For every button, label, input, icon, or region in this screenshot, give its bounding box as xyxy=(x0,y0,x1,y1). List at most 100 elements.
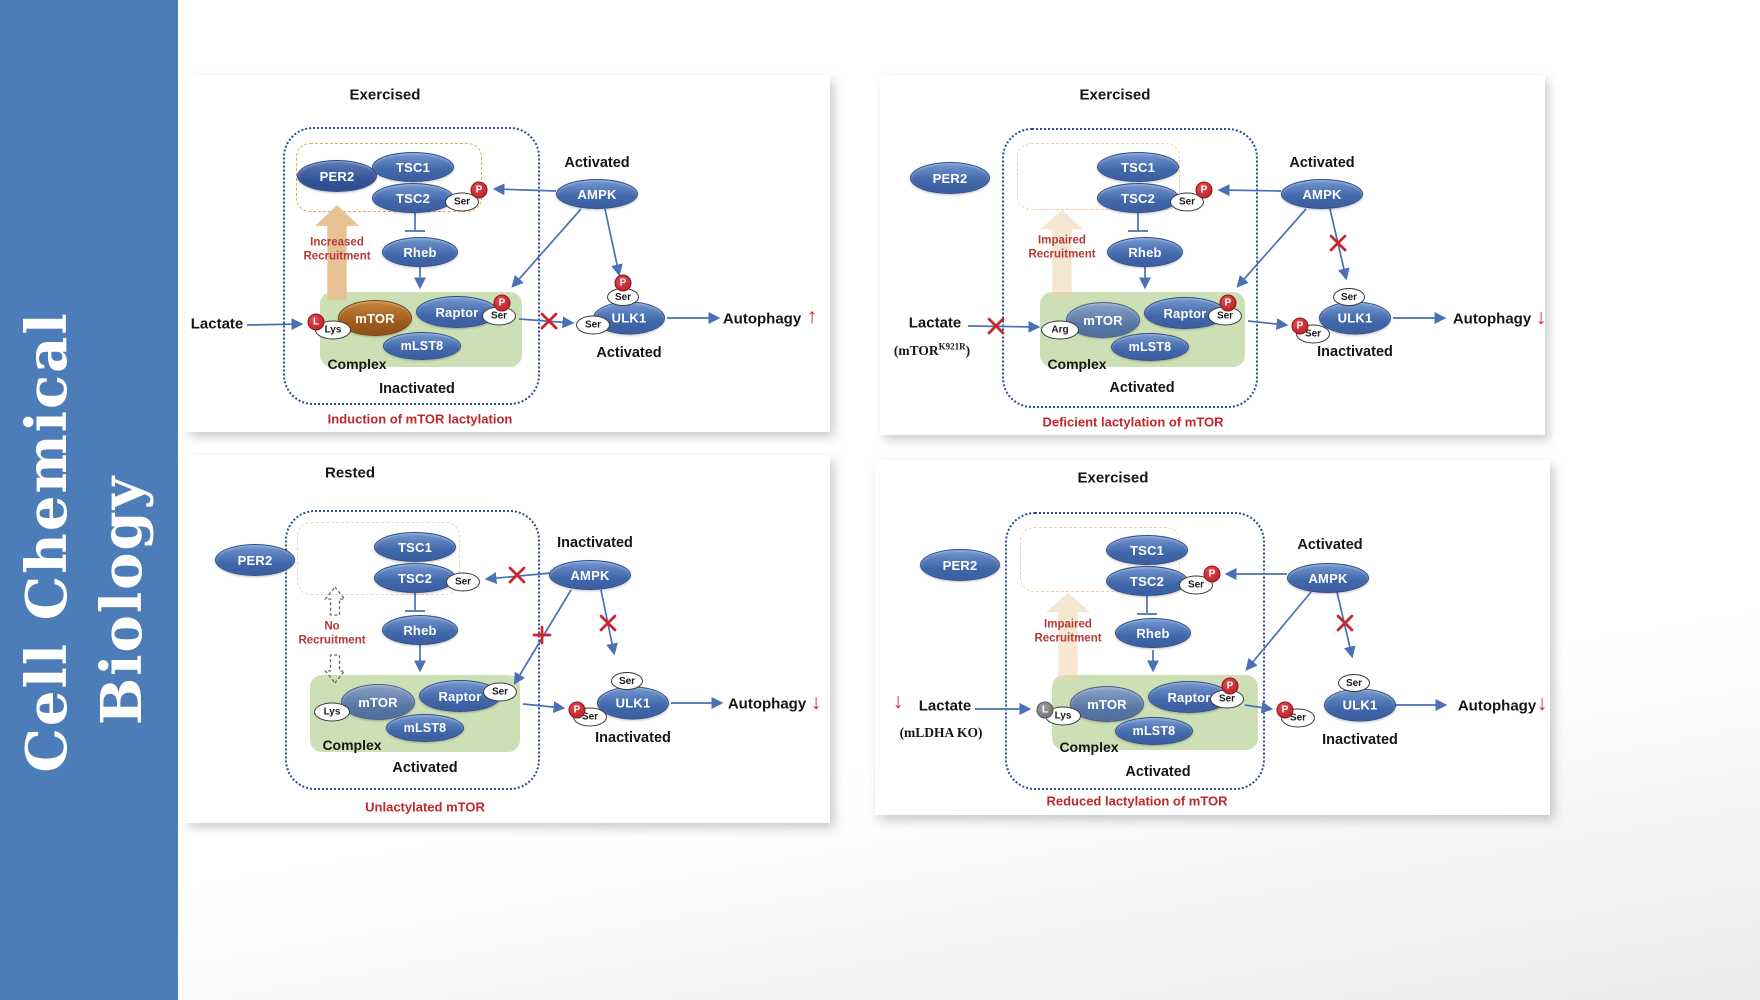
tsc1-node: TSC1 xyxy=(1106,535,1188,565)
recruitment-word-2: Recruitment xyxy=(1034,633,1102,645)
panel-title: Exercised xyxy=(1079,86,1151,104)
ampk-state-label: Activated xyxy=(1297,537,1363,553)
mlst8-node: mLST8 xyxy=(1115,717,1193,745)
panel-induction: Exercised xyxy=(185,75,830,432)
complex-state-label: Activated xyxy=(392,760,458,776)
per2-node: PER2 xyxy=(297,160,377,192)
autophagy-direction-icon: ↓ xyxy=(810,691,822,714)
recruitment-word-1: Increased xyxy=(310,236,364,249)
rheb-node: Rheb xyxy=(382,615,458,645)
panel-deficient-lactylation: Exercised xyxy=(880,75,1547,435)
blocked-x-icon xyxy=(540,312,558,330)
ulk1-phospho-badge: P xyxy=(568,701,586,719)
tsc1-node: TSC1 xyxy=(1097,152,1179,182)
panel-title: Rested xyxy=(324,464,376,482)
note-superscript: K921R xyxy=(938,341,966,352)
tsc2-node: TSC2 xyxy=(372,183,454,213)
raptor-node: Raptor xyxy=(1144,297,1226,329)
panel-title: Exercised xyxy=(349,86,421,104)
tsc2-ser-badge: Ser xyxy=(1170,192,1204,212)
panel-caption: Reduced lactylation of mTOR xyxy=(1046,793,1228,809)
blocked-x-icon xyxy=(1336,614,1354,632)
journal-title-line2: Biology xyxy=(89,474,155,726)
recruitment-zone-box xyxy=(296,143,482,212)
arg-residue-badge: Arg xyxy=(1041,320,1079,340)
mlst8-node: mLST8 xyxy=(386,714,464,742)
lactate-note: (mTORK921R) xyxy=(894,341,970,359)
journal-sidebar: Cell Chemical Biology xyxy=(0,0,178,1000)
recruitment-label: Increased Recruitment xyxy=(303,236,370,265)
tsc1-node: TSC1 xyxy=(374,532,456,562)
ulk1-state-label: Inactivated xyxy=(1317,344,1393,360)
tsc2-ser-badge: Ser xyxy=(446,572,480,592)
lactate-direction-icon: ↓ xyxy=(892,690,904,713)
complex-label: Complex xyxy=(1059,739,1119,755)
lactate-label: Lactate xyxy=(908,314,962,332)
tsc2-ser-badge: Ser xyxy=(445,192,479,212)
rheb-node: Rheb xyxy=(1107,237,1183,267)
complex-label: Complex xyxy=(322,737,382,753)
complex-state-label: Activated xyxy=(1125,764,1191,780)
tsc2-ser-badge: Ser xyxy=(1179,575,1213,595)
ampk-state-label: Activated xyxy=(1289,155,1355,171)
ulk1-phospho-badge: P xyxy=(1291,317,1309,335)
per2-node: PER2 xyxy=(920,549,1000,581)
panel-reduced-lactylation: Exercised xyxy=(875,460,1550,815)
tsc2-node: TSC2 xyxy=(1097,183,1179,213)
autophagy-label: Autophagy xyxy=(727,695,807,713)
mlst8-node: mLST8 xyxy=(1111,333,1189,361)
ampk-node: AMPK xyxy=(556,179,638,209)
ulk1-node: ULK1 xyxy=(1319,301,1391,335)
panel-unlactylated: Rested xyxy=(185,455,830,823)
autophagy-label: Autophagy xyxy=(722,310,802,328)
raptor-phospho-badge: P xyxy=(1219,294,1237,312)
ulk1-phospho-badge: P xyxy=(614,274,632,292)
lactate-label: Lactate xyxy=(190,315,244,333)
ulk1-state-label: Activated xyxy=(596,345,662,361)
lactyl-badge: L xyxy=(1036,701,1054,719)
complex-label: Complex xyxy=(1047,356,1107,372)
recruitment-word-2: Recruitment xyxy=(1028,249,1096,261)
panel-title: Exercised xyxy=(1077,469,1149,487)
rheb-node: Rheb xyxy=(382,237,458,267)
ulk1-node: ULK1 xyxy=(1324,688,1396,722)
recruitment-word-2: Recruitment xyxy=(298,635,366,647)
lactate-note: (mLDHA KO) xyxy=(899,725,983,740)
complex-state-label: Activated xyxy=(1109,380,1175,396)
ulk1-state-label: Inactivated xyxy=(595,730,671,746)
per2-node: PER2 xyxy=(910,162,990,194)
ampk-node: AMPK xyxy=(1287,563,1369,593)
recruitment-word-2: Recruitment xyxy=(303,251,371,263)
tsc2-node: TSC2 xyxy=(1106,566,1188,596)
tsc1-node: TSC1 xyxy=(372,152,454,182)
rheb-node: Rheb xyxy=(1115,618,1191,648)
raptor-phospho-badge: P xyxy=(493,294,511,312)
ampk-to-ulk1-arrow xyxy=(604,208,623,277)
ulk1-ser-left-badge: Ser xyxy=(576,315,610,335)
autophagy-label: Autophagy xyxy=(1457,697,1537,715)
mlst8-node: mLST8 xyxy=(383,332,461,360)
autophagy-direction-icon: ↓ xyxy=(1535,306,1547,329)
recruitment-zone-box xyxy=(1020,527,1180,592)
complex-state-label: Inactivated xyxy=(379,381,455,397)
raptor-phospho-badge: P xyxy=(1221,677,1239,695)
autophagy-direction-icon: ↑ xyxy=(806,305,818,328)
ulk1-ser-top-badge: Ser xyxy=(1338,674,1370,692)
ampk-node: AMPK xyxy=(549,560,631,590)
mtor-node: mTOR xyxy=(338,300,412,336)
recruitment-label: No Recruitment xyxy=(298,620,365,649)
tsc2-phospho-badge: P xyxy=(1195,181,1213,199)
note-close: ) xyxy=(965,342,971,358)
blocked-x-icon xyxy=(987,317,1005,335)
recruitment-zone-box xyxy=(297,522,460,595)
mtor-node: mTOR xyxy=(341,684,415,720)
recruitment-word-1: No xyxy=(324,620,340,633)
recruitment-label: Impaired Recruitment xyxy=(1034,618,1101,647)
panel-caption: Induction of mTOR lactylation xyxy=(327,411,513,427)
ampk-node: AMPK xyxy=(1281,179,1363,209)
complex-label: Complex xyxy=(327,356,387,372)
recruitment-zone-box xyxy=(1017,143,1180,210)
ulk1-ser-top-badge: Ser xyxy=(611,672,643,690)
autophagy-label: Autophagy xyxy=(1452,310,1532,328)
